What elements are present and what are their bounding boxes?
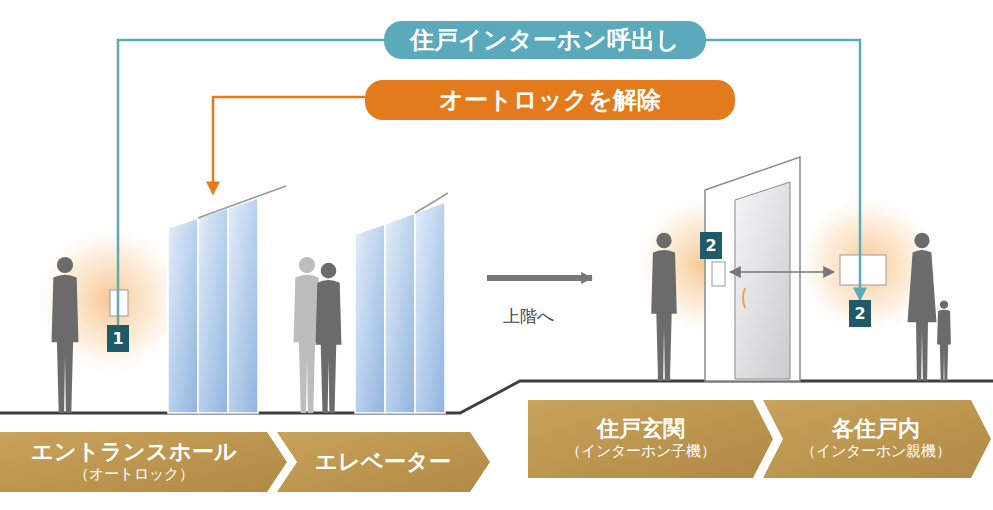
step-band: エレベーター	[277, 432, 490, 492]
door-handle	[743, 288, 745, 308]
callout-number: 2	[700, 232, 722, 259]
talk-arrow	[730, 271, 834, 273]
unlock-box: オートロックを解除	[365, 80, 735, 120]
canopy-line	[198, 186, 286, 218]
band-label: （オートロック）	[74, 465, 194, 485]
door-intercom	[712, 262, 725, 286]
edge-label: 住戸インターホン呼出し	[384, 21, 706, 59]
door-leaf	[735, 182, 790, 379]
upstairs-arrow	[487, 275, 592, 281]
glass-door	[355, 202, 445, 413]
visitor-figure	[52, 257, 79, 413]
band-label: （インターホン子機）	[566, 442, 716, 462]
canopy-line	[415, 193, 448, 213]
step-note: 上階へ	[503, 305, 554, 328]
step-band: エントランスホール（オートロック）	[0, 432, 287, 492]
unlock-line	[213, 97, 365, 194]
band-label: 各住戸内	[832, 416, 920, 442]
band-label: （インターホン親機）	[801, 442, 951, 462]
auto-lock-door	[168, 198, 258, 413]
band-label: 住戸玄関	[597, 416, 685, 442]
indoor-intercom	[840, 255, 886, 285]
visitor-figure	[651, 233, 677, 381]
visitor-figure	[316, 263, 342, 413]
callout-number: 2	[849, 300, 871, 327]
call-line	[118, 40, 860, 325]
resident-figure	[908, 233, 937, 381]
callout-number: 2	[705, 236, 716, 255]
band-label: エレベーター	[315, 449, 451, 475]
band-label: エントランスホール	[31, 439, 237, 465]
callout-number: 1	[112, 329, 123, 348]
step-band: 住戸玄関（インターホン子機）	[528, 400, 773, 478]
callout-number: 2	[854, 304, 865, 323]
callout-number: 1	[107, 325, 129, 352]
step-band: 各住戸内（インターホン親機）	[763, 400, 991, 478]
child-figure	[937, 300, 951, 381]
door-frame	[705, 157, 800, 381]
box-label: オートロックを解除	[439, 84, 661, 116]
